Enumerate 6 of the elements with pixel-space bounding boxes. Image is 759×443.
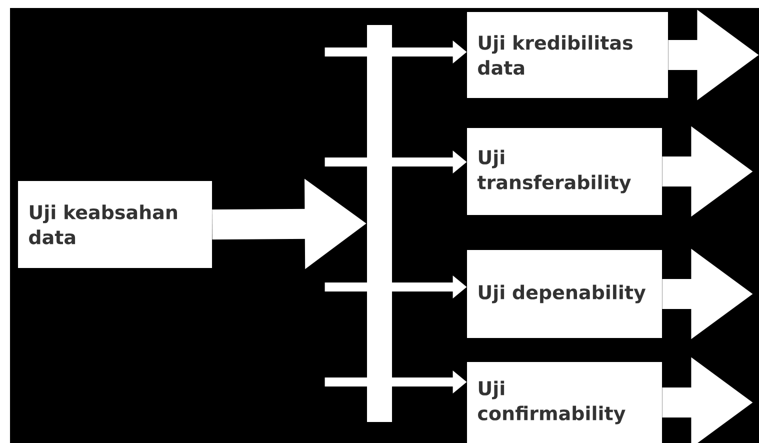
process-box: Uji confirmability [467, 362, 662, 443]
process-box: Uji keabsahan data [18, 181, 212, 268]
process-box: Uji kredibilitas data [467, 12, 668, 98]
process-box: Uji depenability [467, 250, 662, 338]
vertical-bar [367, 25, 392, 422]
process-box: Uji transferability [467, 128, 662, 215]
